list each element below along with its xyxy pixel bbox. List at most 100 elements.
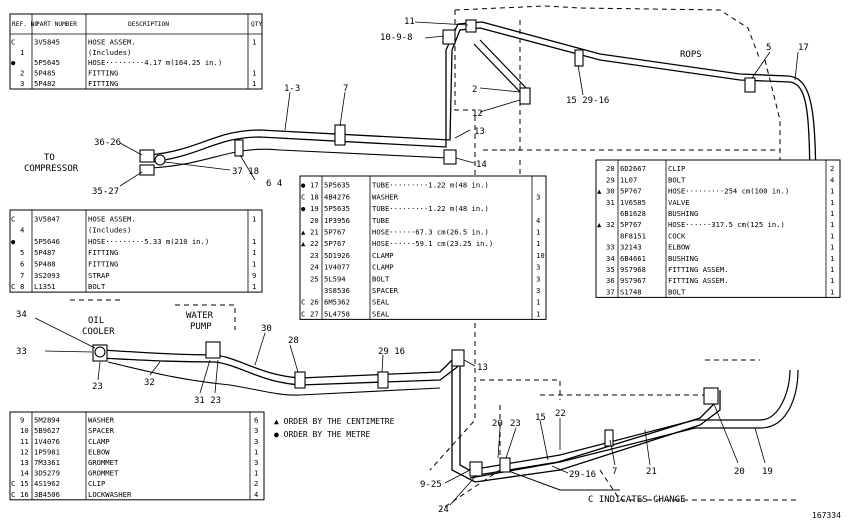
cell-part: 5P485 [34, 69, 56, 78]
cell-qty: 1 [252, 248, 256, 257]
cell-mark: ● [11, 237, 16, 246]
clip-15 [574, 49, 584, 67]
cell-part: 5P767 [620, 220, 642, 229]
cell-qty: 1 [830, 198, 834, 207]
legend-centimetre: ▲ ORDER BY THE CENTIMETRE [274, 417, 395, 426]
cell-desc: COCK [668, 231, 686, 240]
table-frame [299, 175, 547, 320]
cell-ref: 19 [310, 204, 319, 213]
cell-qty: 1 [830, 243, 834, 252]
cell-part: 5P5645 [34, 58, 60, 67]
cell-qty: 4 [830, 175, 834, 184]
cell-part: 4S1962 [34, 479, 60, 488]
cell-ref: 13 [20, 458, 29, 467]
callout-34: 34 [16, 310, 27, 320]
cell-qty: 3 [254, 426, 258, 435]
fitting-36 [139, 149, 155, 163]
cell-qty: 6 [254, 416, 258, 425]
cell-qty: 1 [830, 254, 834, 263]
cell-desc: GROMMET [88, 458, 119, 467]
cell-qty: 1 [830, 187, 834, 196]
cell-desc: CLAMP [88, 437, 110, 446]
callout-10-9-8: 10-9-8 [380, 33, 413, 43]
cell-desc: HOSE·········254 cm(100 in.) [668, 187, 789, 196]
cell-desc: HOSE·········5.33 m(210 in.) [88, 237, 209, 246]
cell-mark: C [301, 298, 305, 307]
cell-part: 4B4276 [324, 192, 350, 201]
cell-ref: 11 [20, 437, 29, 446]
oil-cooler-port [94, 346, 106, 358]
table-frame [9, 411, 265, 501]
cell-ref: 33 [606, 243, 615, 252]
fitting-10 [442, 29, 456, 45]
table-frame [9, 209, 263, 293]
callout-7-bottom: 7 [612, 467, 617, 477]
legend-metre: ● ORDER BY THE METRE [274, 430, 371, 439]
cell-desc: CLIP [88, 479, 105, 488]
cell-desc: TUBE·········1.22 m(48 in.) [372, 204, 489, 213]
cell-part: 9S7968 [620, 265, 646, 274]
cell-mark: ● [11, 58, 16, 67]
cell-ref: 20 [310, 216, 319, 225]
table-row: 11 1V4076 CLAMP 3 [20, 437, 258, 446]
callout-23-left: 23 [92, 382, 103, 392]
cell-ref: 9 [20, 416, 24, 425]
fitting-35 [139, 164, 155, 176]
cell-part: 5P767 [324, 228, 346, 237]
cell-ref: 27 [310, 309, 319, 318]
cell-qty: 1 [254, 469, 258, 478]
cell-ref: 15 [20, 479, 29, 488]
cell-part: 1V4076 [34, 437, 60, 446]
table-header-cell: QTY [251, 21, 262, 28]
cell-desc: LOCKWASHER [88, 490, 132, 499]
callout-11: 11 [404, 17, 415, 27]
cell-desc: FITTING ASSEM. [668, 265, 729, 274]
cell-qty: 1 [254, 447, 258, 456]
table-header-cell: REF. NO [12, 21, 38, 28]
callout-20-left: 20 [492, 419, 503, 429]
label-rops: ROPS [680, 50, 702, 60]
cell-qty: 1 [252, 214, 256, 223]
cell-ref: 16 [20, 490, 29, 499]
callout-13-mid: 13 [477, 363, 488, 373]
callout-17-top: 17 [798, 43, 809, 53]
fitting-11 [465, 19, 477, 33]
cell-part: 5L4758 [324, 309, 350, 318]
fitting-5 [744, 77, 756, 93]
strap-7b [234, 139, 244, 157]
cell-desc: FITTING [88, 79, 118, 88]
table-header-cell: PART NUMBER [36, 21, 77, 28]
cell-mark: C [301, 309, 305, 318]
cell-part: 5D1926 [324, 251, 350, 260]
clip-28 [294, 371, 306, 389]
cell-qty: 3 [536, 192, 540, 201]
cell-part: 6B1628 [620, 209, 646, 218]
cell-qty: 3 [254, 437, 258, 446]
cell-ref: 8 [20, 282, 24, 291]
cell-desc: HOSE·········4.17 m(164.25 in.) [88, 58, 222, 67]
cell-qty: 1 [252, 79, 256, 88]
callout-33: 33 [16, 347, 27, 357]
callout-24: 24 [438, 505, 449, 515]
cell-part: 6D2667 [620, 164, 646, 173]
cell-qty: 1 [252, 37, 256, 46]
callout-6-4: 6 4 [266, 179, 282, 189]
cell-mark: ▲ [301, 228, 306, 237]
callout-35-27: 35-27 [92, 187, 119, 197]
table-frame [595, 159, 841, 298]
cell-part: 1P5981 [34, 447, 60, 456]
